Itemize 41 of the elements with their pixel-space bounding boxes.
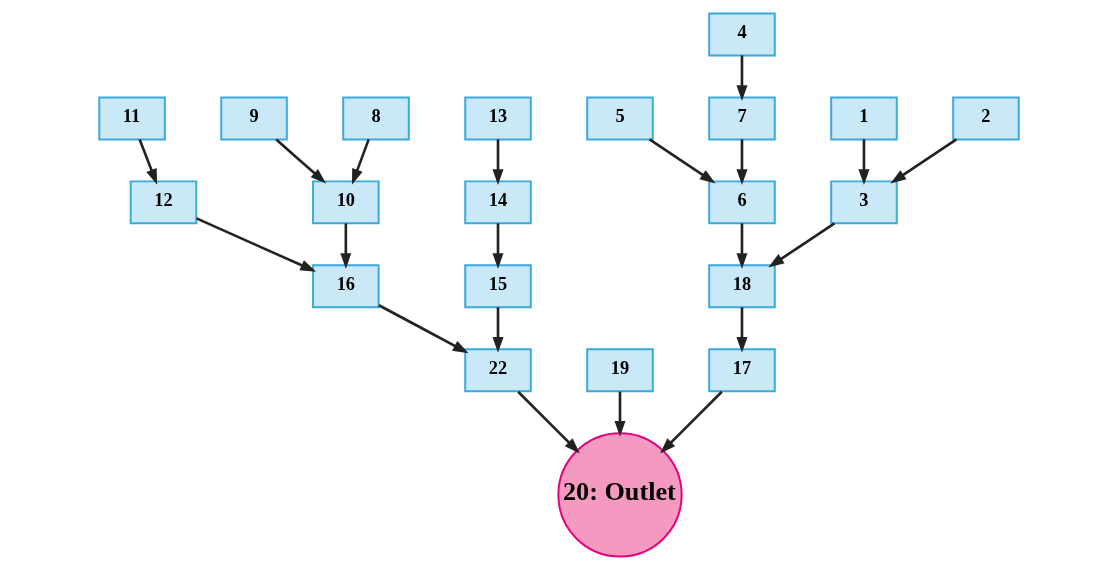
arrow [735, 307, 747, 353]
node-box: 2 [951, 96, 1020, 141]
node-box: 12 [129, 180, 197, 225]
node-box: 13 [463, 96, 532, 141]
node-box: 16 [311, 264, 380, 309]
arrow [767, 222, 835, 268]
node-box: 3 [829, 180, 898, 225]
node-box: 14 [463, 180, 532, 225]
arrow [195, 217, 316, 272]
arrow [659, 390, 723, 454]
node-box: 8 [341, 96, 410, 141]
arrow [516, 390, 580, 454]
arrow [274, 138, 326, 184]
arrow [492, 307, 504, 353]
arrow [735, 223, 747, 269]
node-box: 15 [463, 264, 532, 309]
node-box: 18 [707, 264, 776, 309]
node-box: 6 [707, 180, 776, 225]
node-box: 11 [97, 96, 166, 141]
node-box: 4 [707, 12, 776, 57]
node-box: 19 [585, 348, 654, 393]
arrow [735, 139, 747, 185]
arrow [613, 391, 625, 437]
arrow [648, 138, 716, 184]
arrow [889, 138, 957, 184]
arrow [377, 304, 469, 354]
node-box: 1 [829, 96, 898, 141]
node-box: 7 [707, 96, 776, 141]
node-box: 17 [707, 348, 776, 393]
arrow [492, 223, 504, 269]
arrow [857, 139, 869, 185]
arrow [137, 138, 157, 185]
node-circle: 20: Outlet [556, 432, 683, 558]
node-box: 22 [463, 348, 532, 393]
arrow [339, 223, 351, 269]
arrow [492, 139, 504, 185]
arrow [351, 138, 370, 185]
node-box: 5 [585, 96, 654, 141]
node-box: 10 [311, 180, 380, 225]
node-box: 9 [219, 96, 288, 141]
arrow [735, 55, 747, 101]
